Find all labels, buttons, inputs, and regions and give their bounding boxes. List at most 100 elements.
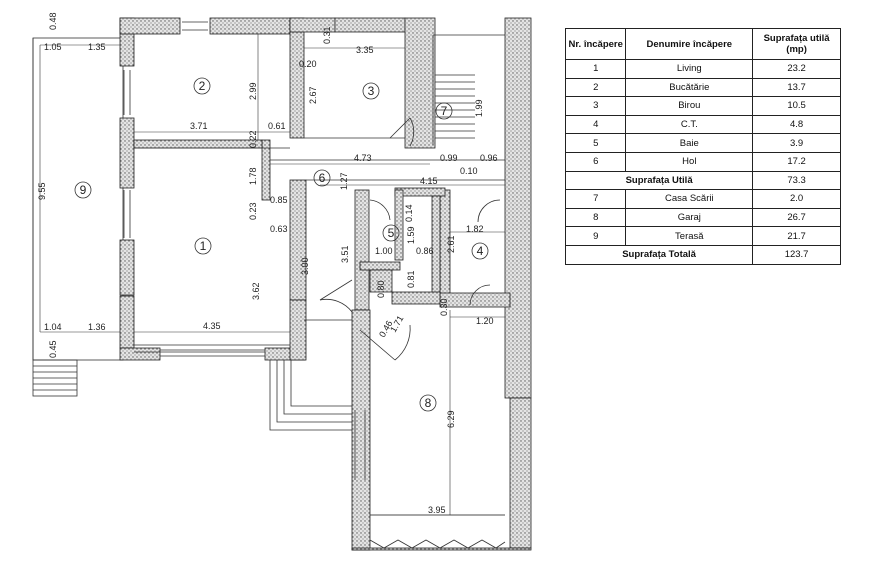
dimension-label: 3.71 (190, 121, 208, 131)
column-header: Suprafața utilă (mp) (752, 28, 841, 60)
room-area: 23.2 (752, 59, 841, 79)
room-nr: 7 (564, 189, 627, 209)
room-name: Baie (625, 133, 754, 153)
room-marker: 7 (435, 102, 453, 120)
room-number: 5 (388, 226, 395, 240)
dimension-label: 1.71 (388, 314, 405, 334)
room-nr: 3 (564, 96, 627, 116)
room-number: 1 (200, 239, 207, 253)
room-area: 21.7 (752, 226, 841, 246)
dimension-labels: 0.48 1.05 1.35 9.55 1.04 1.36 0.45 2.99 … (37, 12, 498, 515)
room-area: 3.9 (752, 133, 841, 153)
total-label: Suprafața Totală (564, 244, 754, 265)
room-labels: 1 2 3 4 5 6 7 8 9 (74, 77, 489, 412)
exterior-walls (119, 17, 532, 551)
room-area: 2.0 (752, 189, 841, 209)
room-nr: 4 (564, 114, 627, 135)
dimension-label: 2.61 (446, 235, 456, 253)
dimension-label: 3.51 (340, 245, 350, 263)
interior-lines (123, 21, 506, 549)
dimension-label: 0.80 (376, 280, 386, 298)
dimension-label: 0.14 (404, 204, 414, 222)
column-header: Nr. încăpere (564, 28, 627, 60)
room-number: 4 (477, 244, 484, 258)
dimension-label: 1.78 (248, 167, 258, 185)
dimension-label: 9.55 (37, 182, 47, 200)
subtotal-area: 73.3 (752, 170, 841, 191)
room-number: 3 (368, 84, 375, 98)
dimension-label: 1.99 (474, 99, 484, 117)
dimension-label: 0.30 (439, 298, 449, 316)
dimension-label: 0.86 (416, 246, 434, 256)
terrace-outline (32, 37, 124, 397)
room-area: 10.5 (752, 96, 841, 116)
total-area: 123.7 (752, 244, 841, 265)
dimension-label: 3.00 (300, 257, 310, 275)
dimension-label: 0.48 (48, 12, 58, 30)
room-nr: 5 (564, 133, 627, 153)
room-marker: 1 (194, 237, 212, 255)
dimension-label: 1.00 (375, 246, 393, 256)
dimension-label: 4.73 (354, 153, 372, 163)
dimension-label: 3.95 (428, 505, 446, 515)
room-area: 17.2 (752, 151, 841, 172)
room-marker: 4 (471, 242, 489, 260)
dimension-label: 0.99 (440, 153, 458, 163)
dimension-label: 1.36 (88, 322, 106, 332)
room-number: 6 (319, 171, 326, 185)
room-nr: 6 (564, 151, 627, 172)
room-name: Casa Scării (625, 189, 754, 209)
room-marker: 5 (382, 224, 400, 242)
table-header-row: Nr. încăpere Denumire încăpere Suprafața… (564, 28, 841, 60)
room-name: Garaj (625, 207, 754, 228)
room-marker: 3 (362, 82, 380, 100)
dimension-label: 0.22 (248, 130, 258, 148)
dimension-label: 0.45 (48, 340, 58, 358)
room-area: 13.7 (752, 77, 841, 98)
dimension-label: 4.35 (203, 321, 221, 331)
dimension-label: 0.85 (270, 195, 288, 205)
room-area: 4.8 (752, 114, 841, 135)
dimension-label: 2.99 (248, 82, 258, 100)
dimension-label: 1.82 (466, 224, 484, 234)
column-header: Denumire încăpere (625, 28, 754, 60)
dimension-lines (39, 34, 505, 516)
dimension-label: 0.31 (322, 26, 332, 44)
room-marker: 9 (74, 181, 92, 199)
room-marker: 2 (193, 77, 211, 95)
dimension-label: 0.96 (480, 153, 498, 163)
dimension-label: 2.67 (308, 86, 318, 104)
room-name: Hol (625, 151, 754, 172)
room-name: C.T. (625, 114, 754, 135)
room-number: 8 (425, 396, 432, 410)
room-name: Birou (625, 96, 754, 116)
room-number: 9 (80, 183, 87, 197)
dimension-label: 0.61 (268, 121, 286, 131)
dimension-label: 0.23 (248, 202, 258, 220)
dimension-label: 3.62 (251, 282, 261, 300)
dimension-label: 0.81 (406, 270, 416, 288)
dimension-label: 1.35 (88, 42, 106, 52)
room-area-table: Nr. încăpere Denumire încăpere Suprafața… (564, 28, 841, 265)
room-name: Bucătărie (625, 77, 754, 98)
dimension-label: 0.20 (299, 59, 317, 69)
room-area: 26.7 (752, 207, 841, 228)
dimension-label: 6.29 (446, 410, 456, 428)
dimension-label: 1.05 (44, 42, 62, 52)
room-nr: 8 (564, 207, 627, 228)
dimension-label: 1.59 (406, 226, 416, 244)
room-nr: 1 (564, 59, 627, 79)
room-name: Terasă (625, 226, 754, 246)
